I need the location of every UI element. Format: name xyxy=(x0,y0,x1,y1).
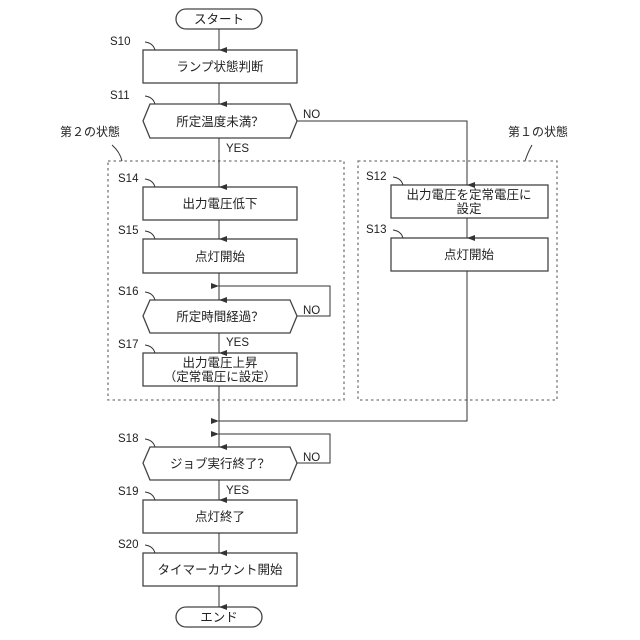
step-s19-text: 点灯終了 xyxy=(195,509,245,524)
region-state2-label: 第２の状態 xyxy=(60,124,120,139)
step-s17-line2: （定常電圧に設定） xyxy=(164,369,277,384)
step-id-s18: S18 xyxy=(118,433,138,445)
step-s20-text: タイマーカウント開始 xyxy=(157,562,283,577)
leader-s17 xyxy=(145,345,155,353)
connector-s13-merge xyxy=(219,271,467,421)
s11-no-label: NO xyxy=(303,109,320,121)
step-id-s12: S12 xyxy=(366,171,386,183)
leader-state1 xyxy=(525,145,532,161)
s16-yes-label: YES xyxy=(226,337,249,349)
region-state1-label: 第１の状態 xyxy=(508,124,568,139)
step-id-s20: S20 xyxy=(118,539,138,551)
leader-s16 xyxy=(145,292,155,300)
leader-s12 xyxy=(393,177,403,185)
step-id-s10: S10 xyxy=(110,36,130,48)
step-id-s19: S19 xyxy=(118,486,138,498)
step-id-s11: S11 xyxy=(110,90,130,102)
step-s12-line1: 出力電圧を定常電圧に xyxy=(406,187,531,202)
step-s14-text: 出力電圧低下 xyxy=(182,196,257,211)
step-s13-text: 点灯開始 xyxy=(444,247,495,262)
step-s10-text: ランプ状態判断 xyxy=(176,59,263,74)
s11-yes-label: YES xyxy=(226,143,249,155)
leader-state2 xyxy=(112,145,122,161)
start-label: スタート xyxy=(194,12,244,27)
s16-no-label: NO xyxy=(303,305,320,317)
leader-s11 xyxy=(145,96,155,104)
leader-s15 xyxy=(145,231,155,239)
leader-s14 xyxy=(145,179,155,187)
leader-s20 xyxy=(145,545,155,553)
step-s17-line1: 出力電圧上昇 xyxy=(182,355,257,370)
step-id-s17: S17 xyxy=(118,339,138,351)
leader-s10 xyxy=(145,42,155,50)
end-label: エンド xyxy=(200,610,238,625)
step-id-s13: S13 xyxy=(366,224,386,236)
step-s18-text: ジョブ実行終了？ xyxy=(170,456,270,471)
step-s16-text: 所定時間経過？ xyxy=(176,309,264,324)
step-id-s16: S16 xyxy=(118,286,138,298)
leader-s13 xyxy=(393,230,403,238)
step-id-s15: S15 xyxy=(118,225,138,237)
step-s12-line2: 設定 xyxy=(456,201,481,216)
s18-yes-label: YES xyxy=(226,485,249,497)
leader-s19 xyxy=(145,492,155,500)
s18-no-label: NO xyxy=(303,452,320,464)
step-id-s14: S14 xyxy=(118,173,139,185)
step-s15-text: 点灯開始 xyxy=(195,249,246,264)
leader-s18 xyxy=(145,439,155,447)
step-s11-text: 所定温度未満？ xyxy=(176,114,264,129)
